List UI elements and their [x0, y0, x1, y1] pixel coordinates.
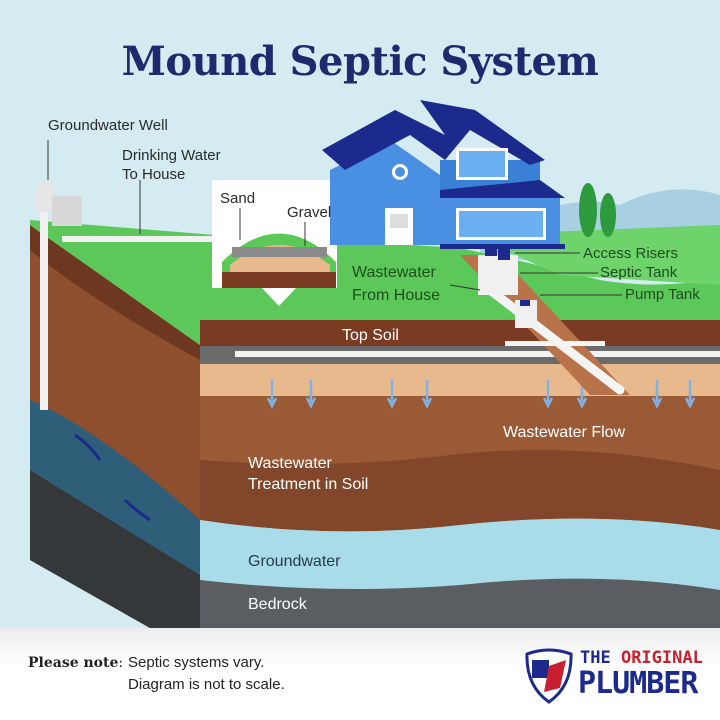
pump-tank [515, 300, 537, 328]
roof [322, 100, 545, 170]
label-wastewater-from-house-1: Wastewater [352, 264, 436, 281]
note-label: Please note: [28, 655, 124, 671]
soil-band [200, 450, 720, 532]
septic-tank [478, 255, 518, 295]
label-drinking-water-1: Drinking Water [122, 147, 221, 164]
down-arrow-icon [305, 380, 317, 409]
outlet-pipe [485, 285, 625, 395]
groundwater-layer [200, 518, 720, 590]
down-arrow-icon [386, 380, 398, 409]
distribution-pipe [235, 351, 720, 357]
note-line-2: Diagram is not to scale. [128, 676, 285, 693]
label-groundwater-well: Groundwater Well [48, 117, 168, 134]
label-septic-tank: Septic Tank [600, 264, 678, 281]
label-top-soil: Top Soil [342, 327, 399, 344]
label-drinking-water-2: To House [122, 166, 186, 183]
label-gravel: Gravel [287, 204, 332, 221]
sand-layer [200, 364, 720, 396]
drinking-water-pipe [62, 236, 222, 242]
well-pipe [40, 195, 48, 410]
label-treatment-2: Treatment in Soil [248, 476, 369, 493]
left-face-bedrock [30, 470, 200, 628]
label-wastewater-flow: Wastewater Flow [503, 424, 626, 441]
down-arrow-icon [421, 380, 433, 409]
well-head [36, 182, 54, 212]
down-arrow-icon [542, 380, 554, 409]
down-arrow-icon [266, 380, 278, 409]
trees [579, 183, 616, 237]
access-riser-2 [498, 248, 510, 260]
header-pipe [505, 341, 605, 346]
footer: Please note: Septic systems vary. Diagra… [0, 628, 720, 720]
left-face-groundwater [30, 400, 200, 575]
porch-roof [440, 180, 565, 198]
label-treatment-1: Wastewater [248, 455, 332, 472]
down-arrow-icon [684, 380, 696, 409]
groundwater-flow-arrow [123, 498, 151, 522]
label-wastewater-from-house-2: From House [352, 287, 441, 304]
well-pump [52, 196, 82, 226]
left-face-brown [30, 250, 200, 520]
logo-the: THE [580, 648, 621, 668]
the-original-plumber-logo: THE ORIGINAL PLUMBER [524, 648, 704, 704]
shield-icon [525, 648, 573, 704]
label-bedrock: Bedrock [248, 596, 307, 613]
logo-plumber: PLUMBER [578, 666, 698, 701]
label-access-risers: Access Risers [583, 245, 679, 262]
down-arrow-icon [651, 380, 663, 409]
note-line-1: Septic systems vary. [128, 654, 265, 671]
topsoil-layer [200, 320, 720, 348]
bedrock-layer [200, 578, 720, 628]
groundwater-flow-arrow [74, 433, 102, 461]
label-pump-tank: Pump Tank [625, 286, 700, 303]
label-sand: Sand [220, 190, 256, 207]
page-title: Mound Septic System [121, 38, 599, 85]
pump-riser [520, 300, 530, 306]
label-groundwater: Groundwater [248, 553, 341, 570]
logo-original: ORIGINAL [620, 648, 703, 668]
house [322, 100, 565, 249]
